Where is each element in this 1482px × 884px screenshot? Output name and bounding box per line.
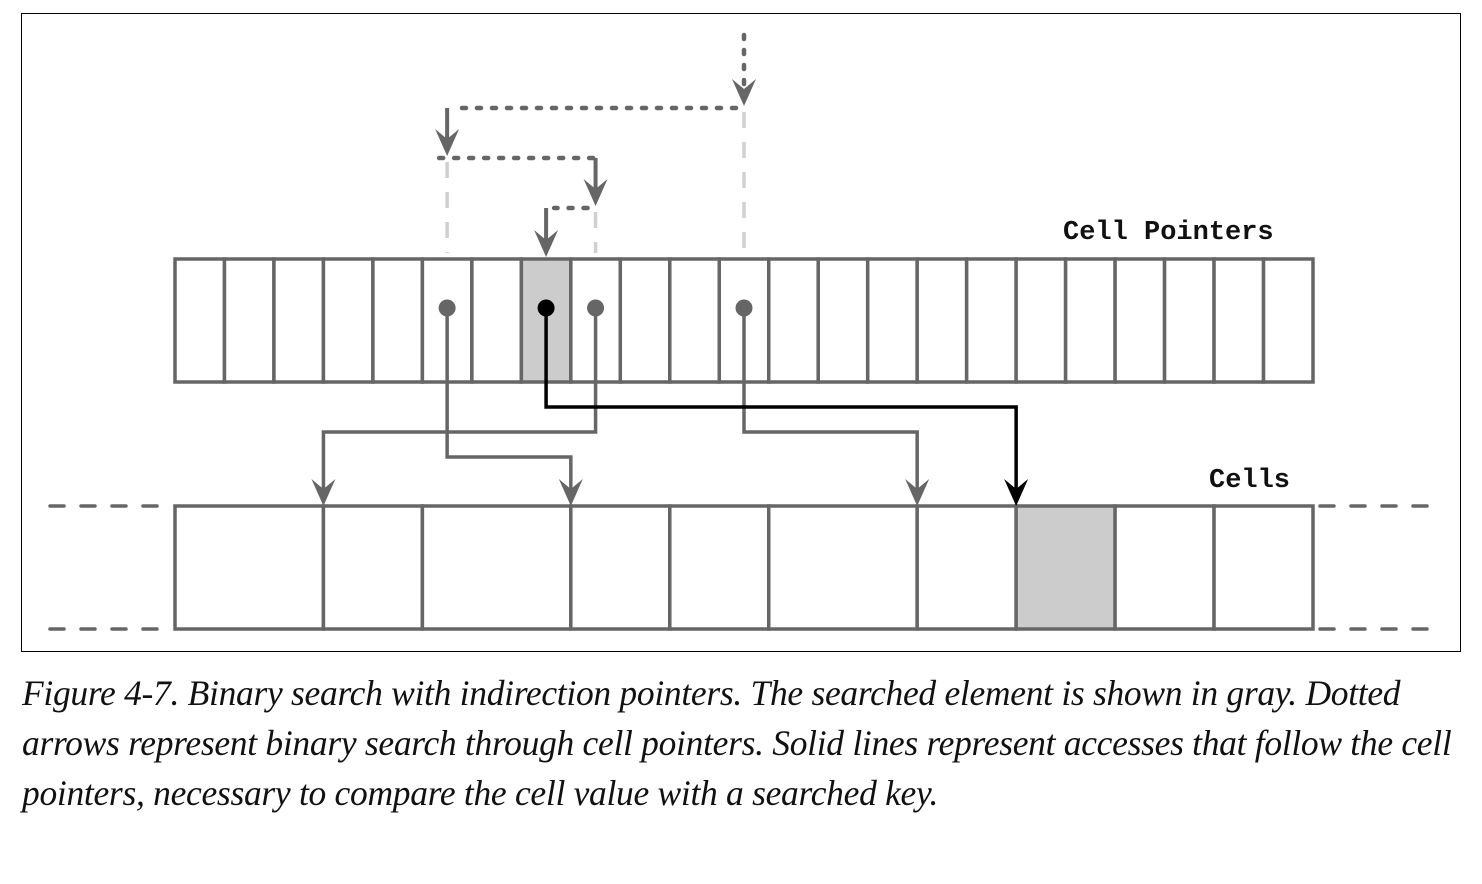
cell-pointer-slot: [1162, 257, 1216, 384]
pointer-dot: [587, 299, 605, 317]
pointer-dot: [537, 299, 555, 317]
figure-caption: Figure 4-7. Binary search with indirecti…: [22, 673, 1452, 813]
cell-pointer-slot: [272, 257, 326, 384]
cell-pointer-slot: [816, 257, 870, 384]
cell-pointer-slot: [371, 257, 425, 384]
cell-pointer-slot: [470, 257, 524, 384]
cell-slot: [173, 504, 326, 631]
cell-pointer-slot: [1063, 257, 1117, 384]
cell-pointer-slot: [1113, 257, 1167, 384]
binary-search-dotted-arrows: [435, 32, 756, 257]
cell-pointer-slot: [1261, 257, 1315, 384]
access-arrowhead-icon: [905, 479, 930, 506]
cell-slot: [915, 504, 1018, 631]
cell-slot: [569, 504, 672, 631]
access-line: [445, 308, 573, 494]
cell-slot: [321, 504, 425, 631]
cell-slot: [766, 504, 919, 631]
cells-label: Cells: [1209, 466, 1290, 496]
access-arrowhead-icon: [1004, 479, 1029, 506]
cell-pointer-slot: [964, 257, 1018, 384]
cell-pointer-slot: [1014, 257, 1068, 384]
cell-pointer-slot: [766, 257, 820, 384]
cell-slot: [1113, 504, 1216, 631]
cell-pointer-slot: [865, 257, 919, 384]
cell-pointer-slot: [915, 257, 969, 384]
search-arrowhead-icon: [583, 179, 608, 206]
search-arrowhead-icon: [534, 230, 559, 257]
pointer-dot: [438, 299, 456, 317]
access-line: [742, 308, 919, 494]
cell-pointer-slot: [321, 257, 375, 384]
cell-pointer-slot: [1212, 257, 1266, 384]
cell-slot: [1212, 504, 1315, 631]
figure-frame: [21, 13, 1461, 652]
cell-pointer-slot: [173, 257, 227, 384]
cells-array: [48, 504, 1437, 631]
pointer-dot: [735, 299, 753, 317]
access-arrowhead-icon: [311, 479, 336, 506]
cell-pointer-slot: [618, 257, 672, 384]
cell-pointer-slot: [222, 257, 276, 384]
cell-slot: [1014, 504, 1117, 631]
cell-slot: [668, 504, 771, 631]
cell-pointers-label: Cell Pointers: [1063, 218, 1274, 248]
pointer-dots: [438, 299, 753, 317]
access-arrowhead-icon: [558, 479, 583, 506]
cell-slot: [420, 504, 573, 631]
binary-search-diagram: Cell Pointers Cells: [48, 32, 1437, 631]
access-line: [321, 308, 598, 494]
search-arrowhead-icon: [435, 129, 460, 156]
search-arrowhead-icon: [732, 79, 756, 106]
cell-pointer-slot: [668, 257, 722, 384]
access-line: [544, 308, 1018, 494]
pointer-access-lines: [311, 308, 1029, 506]
dashed-guide-lines: [445, 112, 746, 253]
